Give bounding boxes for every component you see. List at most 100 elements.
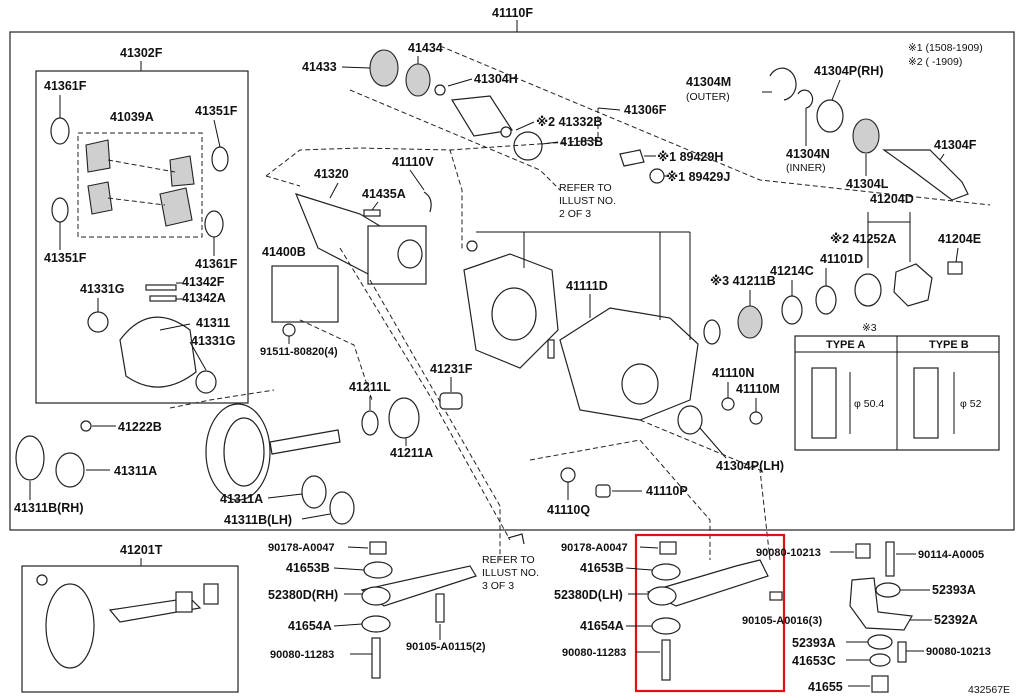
bracket-icon bbox=[849, 577, 913, 631]
cushion-icon bbox=[869, 653, 891, 667]
companion-flange-icon bbox=[893, 263, 933, 307]
label-90105-a0016: 90105-A0016(3) bbox=[742, 615, 822, 627]
oil-seal-icon bbox=[703, 319, 721, 345]
rear-carrier-icon bbox=[559, 307, 699, 421]
refer2-text-line-2: ILLUST NO. bbox=[482, 567, 539, 579]
label-52393A-bottom: 52393A bbox=[792, 636, 836, 650]
shim-washer-icon bbox=[15, 435, 45, 481]
pinion-shaft-pin-icon bbox=[145, 284, 177, 291]
label-41331G-right: 41331G bbox=[191, 334, 235, 348]
label-90080-10213-top: 90080-10213 bbox=[756, 547, 821, 559]
label-41222B: 41222B bbox=[118, 420, 162, 434]
pinion-gear-subbox bbox=[77, 132, 203, 238]
label-41101D: 41101D bbox=[820, 252, 863, 266]
label-41653B-rh: 41653B bbox=[286, 561, 330, 575]
label-41435A: 41435A bbox=[362, 187, 406, 201]
pinion-gear-icon bbox=[85, 139, 111, 173]
label-41655: 41655 bbox=[808, 680, 843, 694]
o-ring-icon bbox=[500, 126, 512, 138]
bolt-icon bbox=[661, 639, 671, 681]
bearing-icon bbox=[405, 63, 431, 97]
drain-plug-icon bbox=[721, 397, 735, 411]
label-41302F: 41302F bbox=[120, 46, 163, 60]
label-41653C: 41653C bbox=[792, 654, 836, 668]
type-b-bearing-section-icon bbox=[913, 367, 939, 439]
cushion-icon bbox=[361, 615, 391, 633]
label-41211A: 41211A bbox=[390, 446, 433, 460]
cushion-icon bbox=[651, 617, 681, 635]
label-41311B-rh: 41311B(RH) bbox=[14, 501, 83, 515]
label-41311A-right: 41311A bbox=[220, 492, 263, 506]
label-41434: 41434 bbox=[408, 41, 443, 55]
bolt-icon bbox=[897, 641, 907, 663]
dowel-pin-icon bbox=[547, 339, 555, 359]
label-41351F-top: 41351F bbox=[195, 104, 238, 118]
label-90080-11283-lh: 90080-11283 bbox=[562, 647, 626, 659]
label-41361F-top: 41361F bbox=[44, 79, 87, 93]
washer-icon bbox=[867, 634, 893, 650]
label-41311A-left: 41311A bbox=[114, 464, 157, 478]
bearing-icon bbox=[87, 311, 109, 333]
thrust-washer-icon bbox=[211, 146, 229, 172]
label-41306F: 41306F bbox=[624, 103, 667, 117]
label-41201T: 41201T bbox=[120, 543, 163, 557]
label-41039A: 41039A bbox=[110, 110, 154, 124]
bolt-icon bbox=[435, 593, 445, 623]
bearing-icon bbox=[301, 475, 327, 509]
gasket-icon bbox=[749, 411, 763, 425]
label-89429H: ※1 89429H bbox=[657, 150, 723, 164]
plug-icon bbox=[595, 484, 611, 498]
note-3: ※3 bbox=[862, 322, 877, 334]
label-41342F: 41342F bbox=[182, 275, 225, 289]
snap-ring-inner-icon bbox=[797, 89, 814, 109]
cushion-icon bbox=[363, 561, 393, 579]
type-a-bearing-section-icon bbox=[811, 367, 837, 439]
label-91511-80820: 91511-80820(4) bbox=[260, 346, 338, 358]
bolt-icon bbox=[885, 541, 895, 577]
differential-case-icon bbox=[119, 316, 197, 388]
type-b-header: TYPE B bbox=[929, 339, 969, 351]
bearing-icon bbox=[815, 285, 837, 315]
vent-hose-icon bbox=[423, 191, 432, 213]
spacer-icon bbox=[781, 295, 803, 325]
snap-ring-icon bbox=[434, 84, 446, 96]
thrust-washer-icon bbox=[50, 117, 70, 145]
note-1: ※1 (1508-1909) bbox=[908, 42, 983, 54]
nut-icon bbox=[369, 541, 387, 555]
label-41304N: 41304N bbox=[786, 147, 830, 161]
bearing-icon bbox=[737, 305, 763, 339]
oil-seal-icon bbox=[513, 131, 543, 161]
washer-icon bbox=[875, 582, 901, 598]
bearing-icon bbox=[55, 452, 85, 488]
spacer-collar-icon bbox=[871, 675, 889, 693]
refer-text-line-2: ILLUST NO. bbox=[559, 195, 616, 207]
label-41304P-lh: 41304P(LH) bbox=[716, 459, 784, 473]
shim-washer-icon bbox=[329, 491, 355, 525]
label-41110N: 41110N bbox=[712, 366, 754, 380]
bearing-icon bbox=[203, 583, 219, 605]
oil-seal-icon bbox=[677, 405, 703, 435]
label-41351F-bottom: 41351F bbox=[44, 251, 87, 265]
label-41342A: 41342A bbox=[182, 291, 226, 305]
label-41111D: 41111D bbox=[566, 279, 608, 293]
label-41653B-lh: 41653B bbox=[580, 561, 624, 575]
type-b-dimension: φ 52 bbox=[960, 398, 982, 410]
drive-pinion-icon bbox=[269, 429, 341, 455]
bearing-icon bbox=[175, 591, 193, 613]
support-member-icon bbox=[646, 559, 769, 607]
front-carrier-housing-icon bbox=[294, 193, 381, 277]
label-41311: 41311 bbox=[196, 316, 230, 330]
bolt-head-icon bbox=[466, 240, 478, 252]
highlight-box-lh-mount[interactable] bbox=[634, 533, 786, 693]
pinion-shaft-pin-icon bbox=[149, 295, 177, 302]
oil-seal-icon bbox=[816, 99, 844, 133]
side-gear-icon bbox=[159, 187, 193, 227]
label-41320: 41320 bbox=[314, 167, 349, 181]
label-41183B: 41183B bbox=[560, 135, 603, 149]
bearing-icon bbox=[852, 118, 880, 154]
actuator-assembly-icon bbox=[271, 265, 339, 323]
label-41304N-inner: (INNER) bbox=[786, 162, 826, 174]
cushion-icon bbox=[651, 563, 681, 581]
bolt-head-icon bbox=[855, 543, 871, 559]
